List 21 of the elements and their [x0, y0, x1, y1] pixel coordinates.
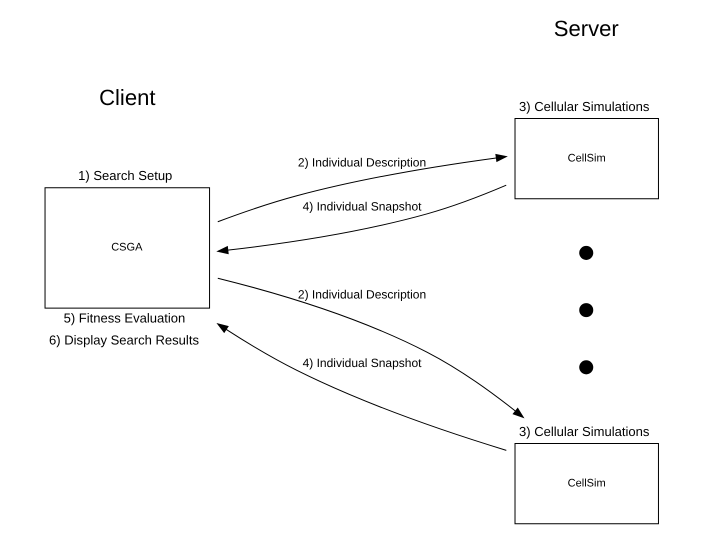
label: Server	[553, 16, 618, 41]
edge-label: 2) Individual Description	[297, 155, 426, 170]
edge-label: 4) Individual Snapshot	[302, 199, 421, 214]
arrow	[217, 154, 508, 222]
node-label: 5) Fitness Evaluation	[63, 310, 185, 326]
node-label: 1) Search Setup	[78, 168, 172, 184]
edge-label: 4) Individual Snapshot	[302, 356, 421, 370]
node-circle	[578, 303, 593, 318]
node-circle	[578, 246, 593, 260]
node-box: CellSim	[514, 443, 658, 524]
node-label: 6) Display Search Results	[48, 332, 198, 348]
arrow	[217, 278, 524, 418]
edge-label: 2) Individual Description	[297, 288, 426, 302]
node-label: 3) Cellular Simulations	[518, 98, 649, 114]
node-box: CSGA	[44, 187, 210, 309]
node-box: CellSim	[514, 118, 658, 200]
node-label: 3) Cellular Simulations	[518, 424, 649, 439]
arrow	[216, 323, 506, 451]
label: Client	[98, 85, 155, 110]
node-circle	[578, 360, 593, 374]
arrow	[216, 184, 506, 254]
